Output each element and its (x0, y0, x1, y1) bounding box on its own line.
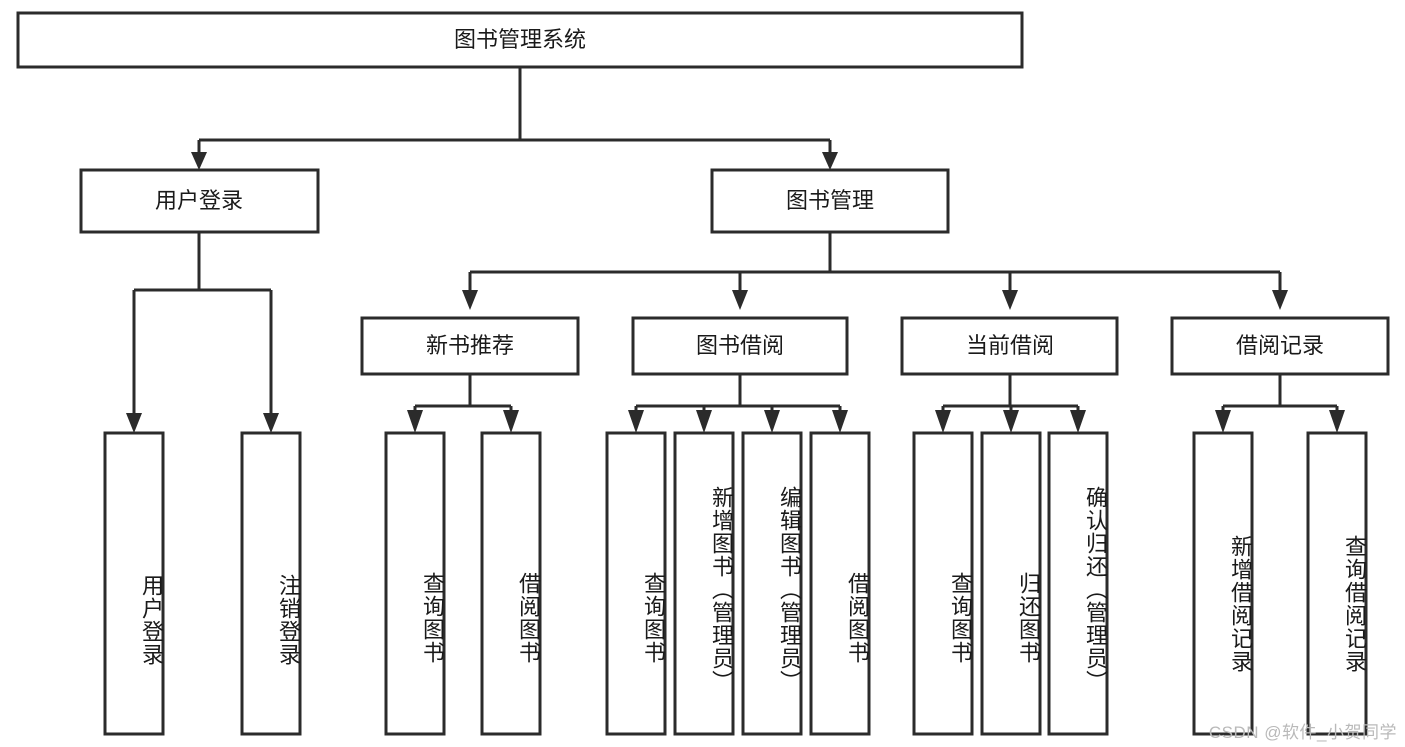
node-user-login-label: 用户登录 (155, 188, 243, 213)
arrowhead-leaf-logout (263, 413, 279, 433)
node-borrow-record-label: 借阅记录 (1236, 333, 1324, 358)
node-book-manage-label: 图书管理 (786, 188, 874, 213)
connectors-new-book-recommend-to-leaves (407, 374, 519, 433)
node-root-box[interactable] (16, 11, 1024, 69)
node-book-borrow-label: 图书借阅 (696, 333, 784, 358)
leaf-query-record-box[interactable] (1306, 431, 1368, 736)
node-new-book-recommend-box[interactable] (360, 316, 580, 376)
arrowhead-leaf-borrow-book-2 (832, 410, 848, 433)
leaf-query-book-2-box[interactable] (605, 431, 667, 736)
arrowhead-leaf-query-book-1 (407, 410, 423, 433)
connectors-user-login-to-leaves (126, 232, 279, 433)
node-new-book-recommend[interactable]: 新书推荐 (360, 316, 580, 376)
leaf-edit-book-box[interactable] (741, 431, 803, 736)
arrowhead-leaf-add-record (1215, 410, 1231, 433)
node-current-borrow-box[interactable] (900, 316, 1119, 376)
node-root-label: 图书管理系统 (454, 27, 586, 52)
node-borrow-record-box[interactable] (1170, 316, 1390, 376)
connectors-root-to-level1 (191, 67, 838, 170)
leaf-boxes (103, 431, 1368, 736)
node-book-borrow-box[interactable] (631, 316, 849, 376)
leaf-add-record-box[interactable] (1192, 431, 1254, 736)
arrowhead-leaf-borrow-book-1 (503, 410, 519, 433)
leaf-query-book-3-box[interactable] (912, 431, 974, 736)
arrowhead-book-borrow (732, 290, 748, 310)
arrowhead-new-book-recommend (462, 290, 478, 310)
leaf-add-book-box[interactable] (673, 431, 735, 736)
arrowhead-leaf-user-login (126, 413, 142, 433)
node-book-borrow[interactable]: 图书借阅 (631, 316, 849, 376)
leaf-return-book-box[interactable] (980, 431, 1042, 736)
node-new-book-recommend-label: 新书推荐 (426, 333, 514, 358)
node-root[interactable]: 图书管理系统 (16, 11, 1024, 69)
node-current-borrow[interactable]: 当前借阅 (900, 316, 1119, 376)
connectors-current-borrow-to-leaves (935, 374, 1086, 433)
leaf-query-book-1-box[interactable] (384, 431, 446, 736)
leaf-borrow-book-2-box[interactable] (809, 431, 871, 736)
node-user-login[interactable]: 用户登录 (79, 168, 320, 234)
node-current-borrow-label: 当前借阅 (966, 333, 1054, 358)
arrowhead-borrow-record (1272, 290, 1288, 310)
node-book-manage-box[interactable] (710, 168, 950, 234)
arrowhead-leaf-edit-book (764, 410, 780, 433)
connectors-borrow-record-to-leaves (1215, 374, 1345, 433)
leaf-user-login-box[interactable] (103, 431, 165, 736)
leaf-confirm-return-box[interactable] (1047, 431, 1109, 736)
node-book-manage[interactable]: 图书管理 (710, 168, 950, 234)
leaf-logout-box[interactable] (240, 431, 302, 736)
arrowhead-leaf-return-book (1003, 410, 1019, 433)
node-borrow-record[interactable]: 借阅记录 (1170, 316, 1390, 376)
arrowhead-leaf-query-record (1329, 410, 1345, 433)
connectors-book-borrow-to-leaves (628, 374, 848, 433)
arrowhead-user-login (191, 152, 207, 170)
arrowhead-leaf-confirm-return (1070, 410, 1086, 433)
arrowhead-leaf-query-book-3 (935, 410, 951, 433)
arrowhead-leaf-add-book (696, 410, 712, 433)
node-user-login-box[interactable] (79, 168, 320, 234)
leaf-borrow-book-1-box[interactable] (480, 431, 542, 736)
arrowhead-book-manage (822, 152, 838, 170)
arrowhead-leaf-query-book-2 (628, 410, 644, 433)
connectors-book-manage-to-level2 (462, 232, 1288, 310)
arrowhead-current-borrow (1002, 290, 1018, 310)
csdn-watermark: CSDN @软件_小贺同学 (1208, 723, 1397, 742)
